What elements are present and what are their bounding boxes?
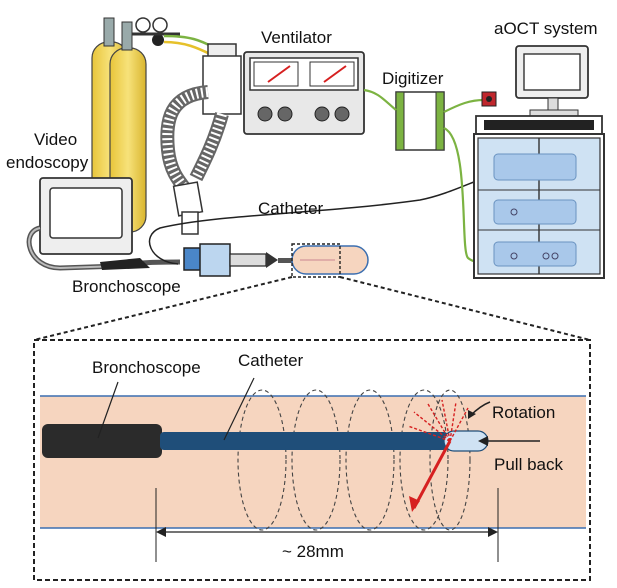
video-label: Video [34,130,77,149]
catheter-body [160,432,448,450]
catheter-detail-label: Catheter [238,351,304,370]
zoom-line-right [339,276,591,341]
distance-label: ~ 28mm [282,542,344,561]
ventilator [202,43,365,135]
bronchoscope-detail-label: Bronchoscope [92,358,201,377]
ventilator-label: Ventilator [261,28,332,47]
digitizer-label: Digitizer [382,69,444,88]
pullback-label: Pull back [494,455,563,474]
endoscopy-label: endoscopy [6,153,89,172]
ventilator-hoses [160,85,229,195]
bronchoscope-assembly [183,243,296,277]
bronchoscope-handle [100,258,150,270]
catheter-leader [223,377,255,441]
catheter-label-top: Catheter [258,199,324,218]
helical-scan [237,389,471,531]
video-monitor [39,177,133,255]
rotation-label: Rotation [492,403,555,422]
airway-tissue [40,395,586,529]
y-connector [172,181,204,235]
laser-beam [407,399,469,442]
green-cable-2 [443,98,485,113]
digitizer [395,91,445,151]
green-cable-1 [363,88,397,111]
bronchoscope-body [42,424,162,458]
bronchoscope-leader [97,381,119,439]
aoct-label: aOCT system [494,19,598,38]
aoct-system [473,45,605,279]
zoom-line-left [33,276,293,341]
bronchoscope-label: Bronchoscope [72,277,181,296]
distal-tip [291,243,369,278]
